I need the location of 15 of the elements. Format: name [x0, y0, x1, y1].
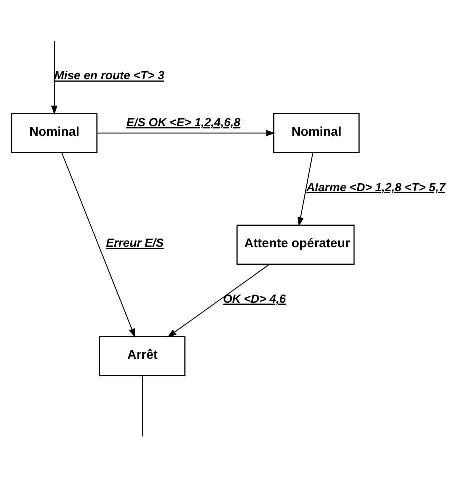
edge-label: Mise en route <T> 3	[54, 70, 165, 83]
arrow	[168, 264, 270, 338]
arrow	[298, 152, 314, 227]
arrow	[51, 40, 58, 115]
edge-label: Alarme <D> 1,2,8 <T> 5,7	[306, 181, 446, 194]
node-box: Attente opérateur	[236, 224, 355, 265]
arrow	[62, 152, 136, 338]
connector	[142, 376, 143, 438]
node-box: Nominal	[11, 113, 98, 154]
edge-label: Erreur E/S	[106, 237, 164, 250]
node-box: Nominal	[274, 113, 360, 154]
edge-label: E/S OK <E> 1,2,4,6,8	[126, 116, 241, 130]
node-box: Arrêt	[99, 336, 186, 376]
arrow	[96, 130, 276, 137]
edge-label: OK <D> 4,6	[223, 292, 286, 306]
